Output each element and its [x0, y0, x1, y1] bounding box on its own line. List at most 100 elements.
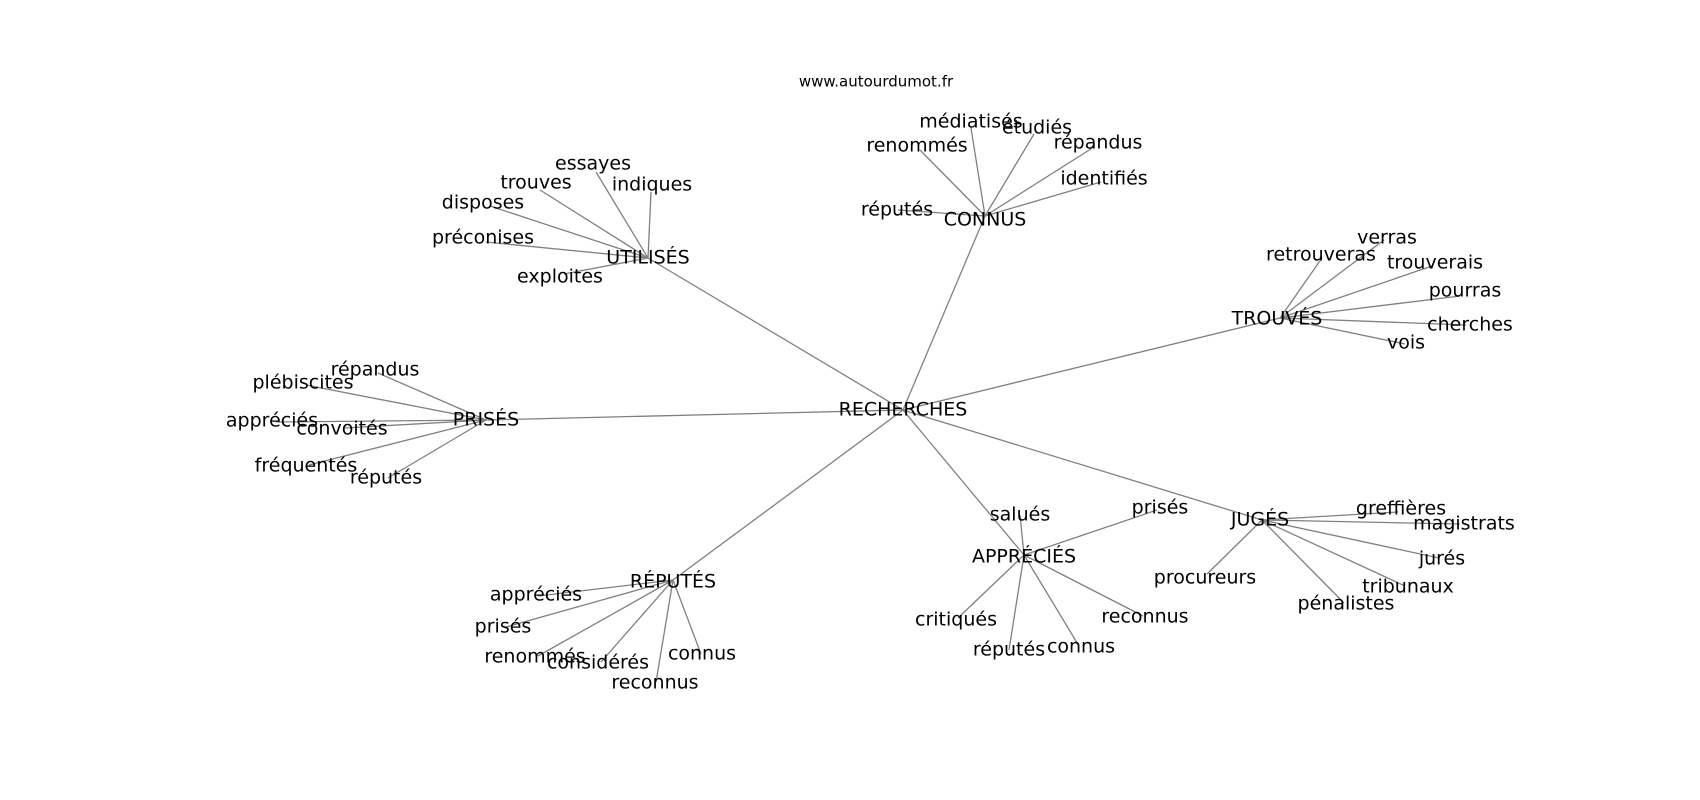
- leaf-word[interactable]: identifiés: [1060, 168, 1147, 190]
- edge-hub-to-leaf: [595, 171, 649, 259]
- leaf-word[interactable]: verras: [1357, 227, 1417, 249]
- edge-hub-to-leaf: [305, 384, 487, 421]
- edge-center-to-hub: [485, 409, 904, 421]
- leaf-word[interactable]: connus: [1047, 636, 1115, 658]
- edge-hub-to-leaf: [275, 419, 487, 423]
- edge-hub-to-leaf: [647, 191, 652, 259]
- leaf-word[interactable]: reconnus: [611, 672, 698, 694]
- edge-hub-to-leaf: [1261, 519, 1406, 587]
- leaf-word[interactable]: procureurs: [1154, 567, 1256, 589]
- edge-hub-to-leaf: [897, 209, 986, 217]
- edge-hub-to-leaf: [387, 419, 487, 479]
- graph-labels: www.autourdumot.fr RECHERCHES UTILISÉS es…: [226, 73, 1515, 694]
- edge-center-to-hub: [902, 317, 1281, 411]
- center-word[interactable]: RECHERCHES: [839, 399, 968, 421]
- edge-center-to-hub: [902, 409, 1025, 556]
- leaf-word[interactable]: trouverais: [1387, 252, 1483, 274]
- edge-hub-to-leaf: [1261, 519, 1345, 604]
- leaf-word[interactable]: réputés: [861, 199, 933, 221]
- leaf-word[interactable]: prisés: [475, 616, 532, 638]
- edge-hub-to-leaf: [984, 133, 1035, 217]
- leaf-word[interactable]: connus: [668, 643, 736, 665]
- graph-edges: [275, 127, 1467, 683]
- edge-hub-to-leaf: [1279, 257, 1323, 319]
- edge-center-to-hub: [902, 215, 986, 411]
- edge-hub-to-leaf: [600, 579, 674, 663]
- leaf-word[interactable]: appréciés: [490, 584, 582, 606]
- edge-center-to-hub: [902, 409, 1263, 521]
- leaf-word[interactable]: réputés: [973, 639, 1045, 661]
- hub-word[interactable]: UTILISÉS: [606, 246, 689, 269]
- leaf-word[interactable]: prisés: [1132, 497, 1189, 519]
- edge-hub-to-leaf: [308, 419, 487, 466]
- leaf-word[interactable]: plébiscites: [252, 372, 353, 394]
- hub-word[interactable]: CONNUS: [944, 209, 1027, 231]
- edge-hub-to-leaf: [1261, 511, 1399, 521]
- edge-hub-to-leaf: [485, 241, 649, 259]
- leaf-word[interactable]: indiques: [612, 174, 692, 196]
- leaf-word[interactable]: renommés: [484, 646, 585, 668]
- edge-hub-to-leaf: [1279, 317, 1467, 326]
- leaf-word[interactable]: retrouveras: [1266, 244, 1376, 266]
- edge-hub-to-leaf: [344, 419, 487, 429]
- edge-hub-to-leaf: [1023, 554, 1080, 647]
- leaf-word[interactable]: reconnus: [1101, 606, 1188, 628]
- leaf-word[interactable]: essayes: [555, 153, 631, 175]
- leaf-word[interactable]: pénalistes: [1298, 593, 1395, 615]
- hub-word[interactable]: RÉPUTÉS: [630, 570, 716, 593]
- edge-hub-to-leaf: [1261, 519, 1440, 559]
- leaf-word[interactable]: renommés: [866, 135, 967, 157]
- leaf-word[interactable]: convoités: [296, 418, 387, 440]
- leaf-word[interactable]: trouves: [500, 172, 571, 194]
- hub-word[interactable]: JUGÉS: [1230, 508, 1289, 531]
- edge-hub-to-leaf: [539, 189, 649, 259]
- leaf-word[interactable]: pourras: [1429, 280, 1502, 302]
- edge-hub-to-leaf: [1279, 239, 1385, 319]
- edge-hub-to-leaf: [1261, 519, 1461, 525]
- leaf-word[interactable]: salués: [990, 504, 1050, 526]
- leaf-word[interactable]: vois: [1387, 332, 1425, 354]
- leaf-word[interactable]: tribunaux: [1362, 576, 1454, 598]
- leaf-word[interactable]: greffières: [1356, 498, 1446, 520]
- leaf-word[interactable]: préconises: [432, 227, 534, 249]
- edge-hub-to-leaf: [1023, 509, 1158, 556]
- leaf-word[interactable]: répandus: [1054, 132, 1143, 154]
- edge-hub-to-leaf: [505, 579, 674, 628]
- edge-hub-to-leaf: [537, 579, 674, 657]
- edge-hub-to-leaf: [984, 146, 1095, 217]
- edge-center-to-hub: [672, 409, 904, 581]
- hub-word[interactable]: PRISÉS: [453, 408, 519, 431]
- edge-hub-to-leaf: [984, 181, 1102, 217]
- edge-hub-to-leaf: [1279, 295, 1461, 319]
- edge-hub-to-leaf: [1279, 317, 1406, 345]
- hub-word[interactable]: TROUVÉS: [1231, 307, 1323, 330]
- edge-hub-to-leaf: [655, 579, 674, 683]
- edge-hub-to-leaf: [563, 257, 649, 275]
- leaf-word[interactable]: étudiés: [1002, 117, 1072, 139]
- edge-hub-to-leaf: [537, 579, 674, 597]
- leaf-word[interactable]: cherches: [1427, 314, 1513, 336]
- leaf-word[interactable]: jurés: [1418, 548, 1465, 570]
- edge-hub-to-leaf: [1019, 514, 1025, 556]
- edge-hub-to-leaf: [970, 127, 986, 217]
- edge-hub-to-leaf: [1023, 554, 1144, 617]
- source-url[interactable]: www.autourdumot.fr: [799, 73, 954, 91]
- leaf-word[interactable]: critiqués: [915, 609, 997, 631]
- leaf-word[interactable]: appréciés: [226, 410, 318, 432]
- leaf-word[interactable]: médiatisés: [919, 111, 1022, 133]
- leaf-word[interactable]: réputés: [350, 467, 422, 489]
- edge-hub-to-leaf: [377, 372, 487, 421]
- leaf-word[interactable]: exploites: [517, 266, 603, 288]
- edge-hub-to-leaf: [1279, 265, 1433, 319]
- edge-hub-to-leaf: [672, 579, 702, 655]
- leaf-word[interactable]: disposes: [442, 192, 524, 214]
- leaf-word[interactable]: répandus: [331, 359, 420, 381]
- hub-word[interactable]: APPRÉCIÉS: [972, 545, 1076, 568]
- leaf-word[interactable]: fréquentés: [255, 455, 358, 477]
- edge-hub-to-leaf: [1206, 519, 1263, 575]
- edge-hub-to-leaf: [1008, 554, 1025, 651]
- edge-hub-to-leaf: [919, 149, 986, 217]
- leaf-word[interactable]: magistrats: [1413, 513, 1515, 535]
- leaf-word[interactable]: considérés: [547, 652, 649, 674]
